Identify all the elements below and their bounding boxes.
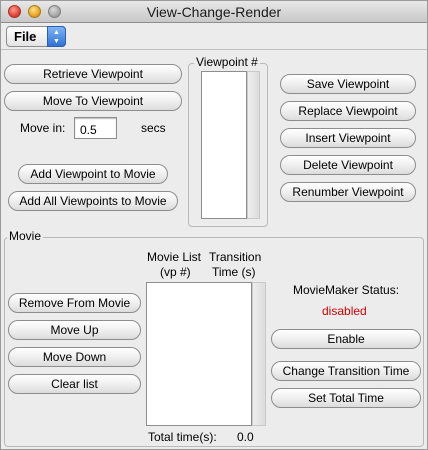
- title-bar: View-Change-Render: [1, 1, 427, 23]
- replace-viewpoint-button[interactable]: Replace Viewpoint: [280, 101, 416, 121]
- movie-list-header-line2: (vp #): [160, 265, 191, 279]
- transition-header-line1: Transition: [209, 250, 262, 264]
- zoom-window-button[interactable]: [48, 5, 61, 18]
- set-total-time-button[interactable]: Set Total Time: [271, 388, 421, 408]
- total-time-label: Total time(s):: [148, 430, 217, 444]
- window-title: View-Change-Render: [146, 4, 282, 20]
- change-transition-time-button[interactable]: Change Transition Time: [271, 361, 421, 381]
- move-up-button[interactable]: Move Up: [8, 320, 141, 340]
- file-menu-select[interactable]: File ▲▼: [6, 26, 66, 47]
- move-in-unit-label: secs: [141, 121, 166, 135]
- add-all-viewpoints-to-movie-button[interactable]: Add All Viewpoints to Movie: [8, 191, 178, 211]
- add-viewpoint-to-movie-button[interactable]: Add Viewpoint to Movie: [18, 164, 168, 184]
- movie-group: [4, 237, 424, 447]
- movie-list[interactable]: [146, 282, 252, 426]
- chevron-up-down-icon: ▲▼: [47, 26, 66, 47]
- movie-list-scrollbar[interactable]: [252, 282, 266, 426]
- remove-from-movie-button[interactable]: Remove From Movie: [8, 293, 141, 313]
- viewpoint-group-label: Viewpoint #: [194, 55, 260, 69]
- move-to-viewpoint-button[interactable]: Move To Viewpoint: [4, 91, 182, 111]
- move-down-button[interactable]: Move Down: [8, 347, 141, 367]
- move-in-label: Move in:: [20, 121, 66, 135]
- viewpoint-list[interactable]: [201, 71, 247, 219]
- transition-header-line2: Time (s): [212, 265, 256, 279]
- minimize-window-button[interactable]: [28, 5, 41, 18]
- movie-list-header-line1: Movie List: [147, 250, 202, 264]
- retrieve-viewpoint-button[interactable]: Retrieve Viewpoint: [4, 64, 182, 84]
- file-menu-label: File: [14, 29, 37, 44]
- enable-button[interactable]: Enable: [271, 329, 421, 349]
- insert-viewpoint-button[interactable]: Insert Viewpoint: [280, 128, 416, 148]
- clear-list-button[interactable]: Clear list: [8, 374, 141, 394]
- movie-group-label: Movie: [7, 229, 44, 243]
- menu-row: File ▲▼: [1, 24, 427, 50]
- save-viewpoint-button[interactable]: Save Viewpoint: [280, 74, 416, 94]
- moviemaker-status-value: disabled: [322, 304, 367, 318]
- total-time-value: 0.0: [237, 430, 254, 444]
- delete-viewpoint-button[interactable]: Delete Viewpoint: [280, 155, 416, 175]
- moviemaker-status-label: MovieMaker Status:: [293, 283, 400, 297]
- move-in-seconds-input[interactable]: [74, 117, 117, 139]
- renumber-viewpoint-button[interactable]: Renumber Viewpoint: [280, 182, 416, 202]
- close-window-button[interactable]: [8, 5, 21, 18]
- viewpoint-list-scrollbar[interactable]: [247, 71, 260, 219]
